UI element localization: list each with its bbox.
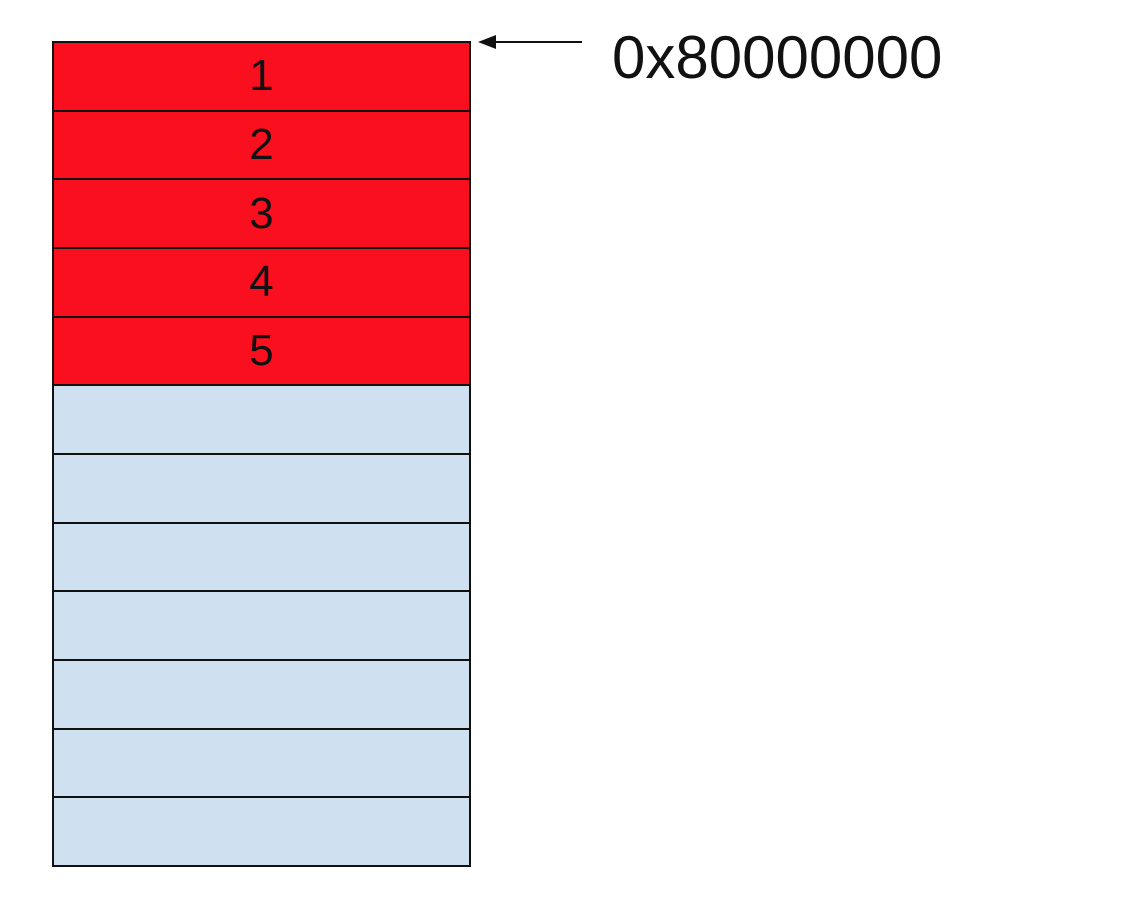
memory-slot-empty [54,523,469,593]
memory-slot-filled: 2 [54,111,469,181]
memory-slot-empty [54,661,469,730]
memory-slot-filled: 1 [54,43,469,112]
memory-slot-filled: 3 [54,180,469,250]
memory-slot-filled: 4 [54,249,469,318]
memory-slot-empty [54,386,469,456]
memory-slot-empty [54,592,469,662]
memory-slot-empty [54,798,469,866]
memory-slot-empty [54,729,469,799]
memory-slot-empty [54,455,469,524]
memory-slot-filled: 5 [54,317,469,387]
address-label: 0x80000000 [612,24,943,91]
arrow-left-icon [478,35,582,49]
